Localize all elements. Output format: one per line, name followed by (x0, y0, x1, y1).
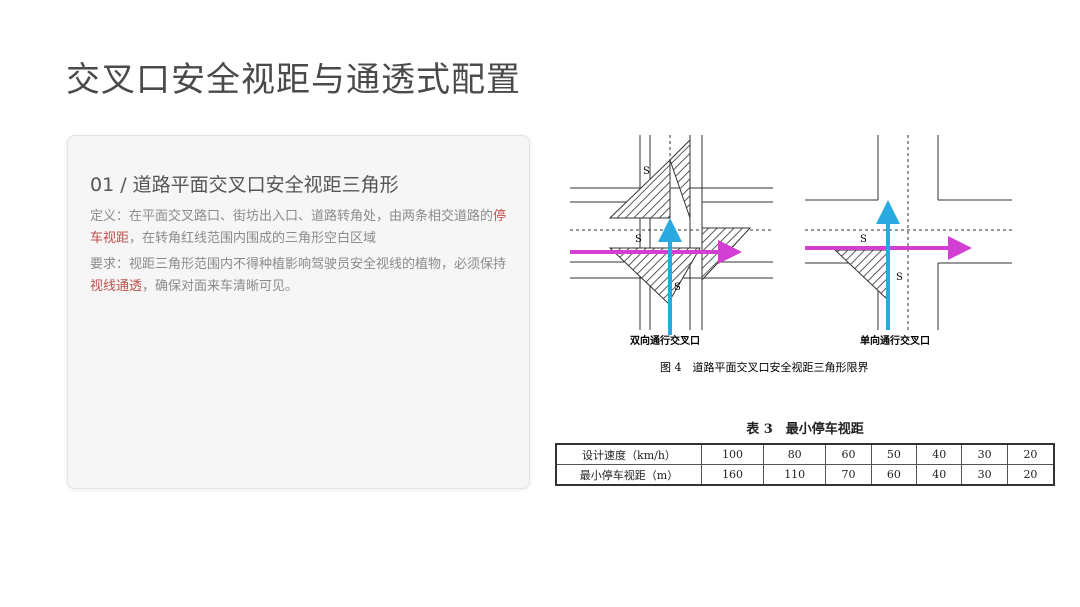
definition-post: ，在转角红线范围内围成的三角形空白区域 (129, 231, 377, 246)
table-cell: 20 (1006, 443, 1055, 465)
table-row: 最小停车视距（m） 160 110 70 60 40 30 20 (555, 464, 1055, 486)
table-cell: 30 (961, 443, 1008, 465)
two-way-intersection: S S S 双向通行交叉口 (570, 135, 773, 347)
s-label: S (643, 166, 650, 177)
table-cell: 30 (961, 464, 1008, 486)
content-card: 01 / 道路平面交叉口安全视距三角形 定义：在平面交叉路口、街坊出入口、道路转… (67, 135, 530, 489)
sight-triangle-diagram: S S S 双向通行交叉口 S S 单向通行交叉口 图 4 道路平面交叉口安全视… (570, 135, 1012, 374)
s-label: S (860, 234, 867, 245)
figure-caption: 图 4 道路平面交叉口安全视距三角形限界 (660, 360, 869, 374)
s-label: S (896, 272, 903, 283)
page-title: 交叉口安全视距与通透式配置 (66, 60, 521, 100)
table-cell: 70 (825, 464, 872, 486)
row-header: 最小停车视距（m） (555, 464, 702, 486)
row-header: 设计速度（km/h） (555, 443, 702, 465)
requirement-text: 要求：视距三角形范围内不得种植影响驾驶员安全视线的植物，必须保持视线通透，确保对… (90, 254, 508, 298)
table-cell: 40 (916, 464, 963, 486)
s-label: S (674, 282, 681, 293)
definition-text: 定义：在平面交叉路口、街坊出入口、道路转角处，由两条相交道路的停车视距，在转角红… (90, 206, 508, 250)
card-subtitle: 01 / 道路平面交叉口安全视距三角形 (90, 174, 399, 196)
table-cell: 160 (700, 464, 765, 486)
requirement-pre: 要求：视距三角形范围内不得种植影响驾驶员安全视线的植物，必须保持 (90, 257, 507, 272)
left-figure-label: 双向通行交叉口 (630, 334, 700, 347)
table-cell: 60 (825, 443, 872, 465)
table-cell: 80 (763, 443, 827, 465)
requirement-post: ，确保对面来车清晰可见。 (142, 279, 299, 294)
table-cell: 40 (916, 443, 963, 465)
requirement-highlight: 视线通透 (90, 279, 143, 294)
table-cell: 110 (763, 464, 827, 486)
table-row: 设计速度（km/h） 100 80 60 50 40 30 20 (555, 443, 1055, 465)
stopping-distance-table: 设计速度（km/h） 100 80 60 50 40 30 20 最小停车视距（… (555, 443, 1055, 486)
definition-pre: 定义：在平面交叉路口、街坊出入口、道路转角处，由两条相交道路的 (90, 209, 494, 224)
right-figure-label: 单向通行交叉口 (860, 334, 930, 347)
s-label: S (635, 234, 642, 245)
table-cell: 100 (700, 443, 765, 465)
definition-highlight: 停车视距 (90, 209, 507, 246)
table-title: 表 3 最小停车视距 (746, 422, 864, 437)
table-cell: 20 (1006, 464, 1055, 486)
table-cell: 60 (870, 464, 918, 486)
table-cell: 50 (870, 443, 918, 465)
one-way-intersection: S S 单向通行交叉口 (805, 135, 1012, 347)
